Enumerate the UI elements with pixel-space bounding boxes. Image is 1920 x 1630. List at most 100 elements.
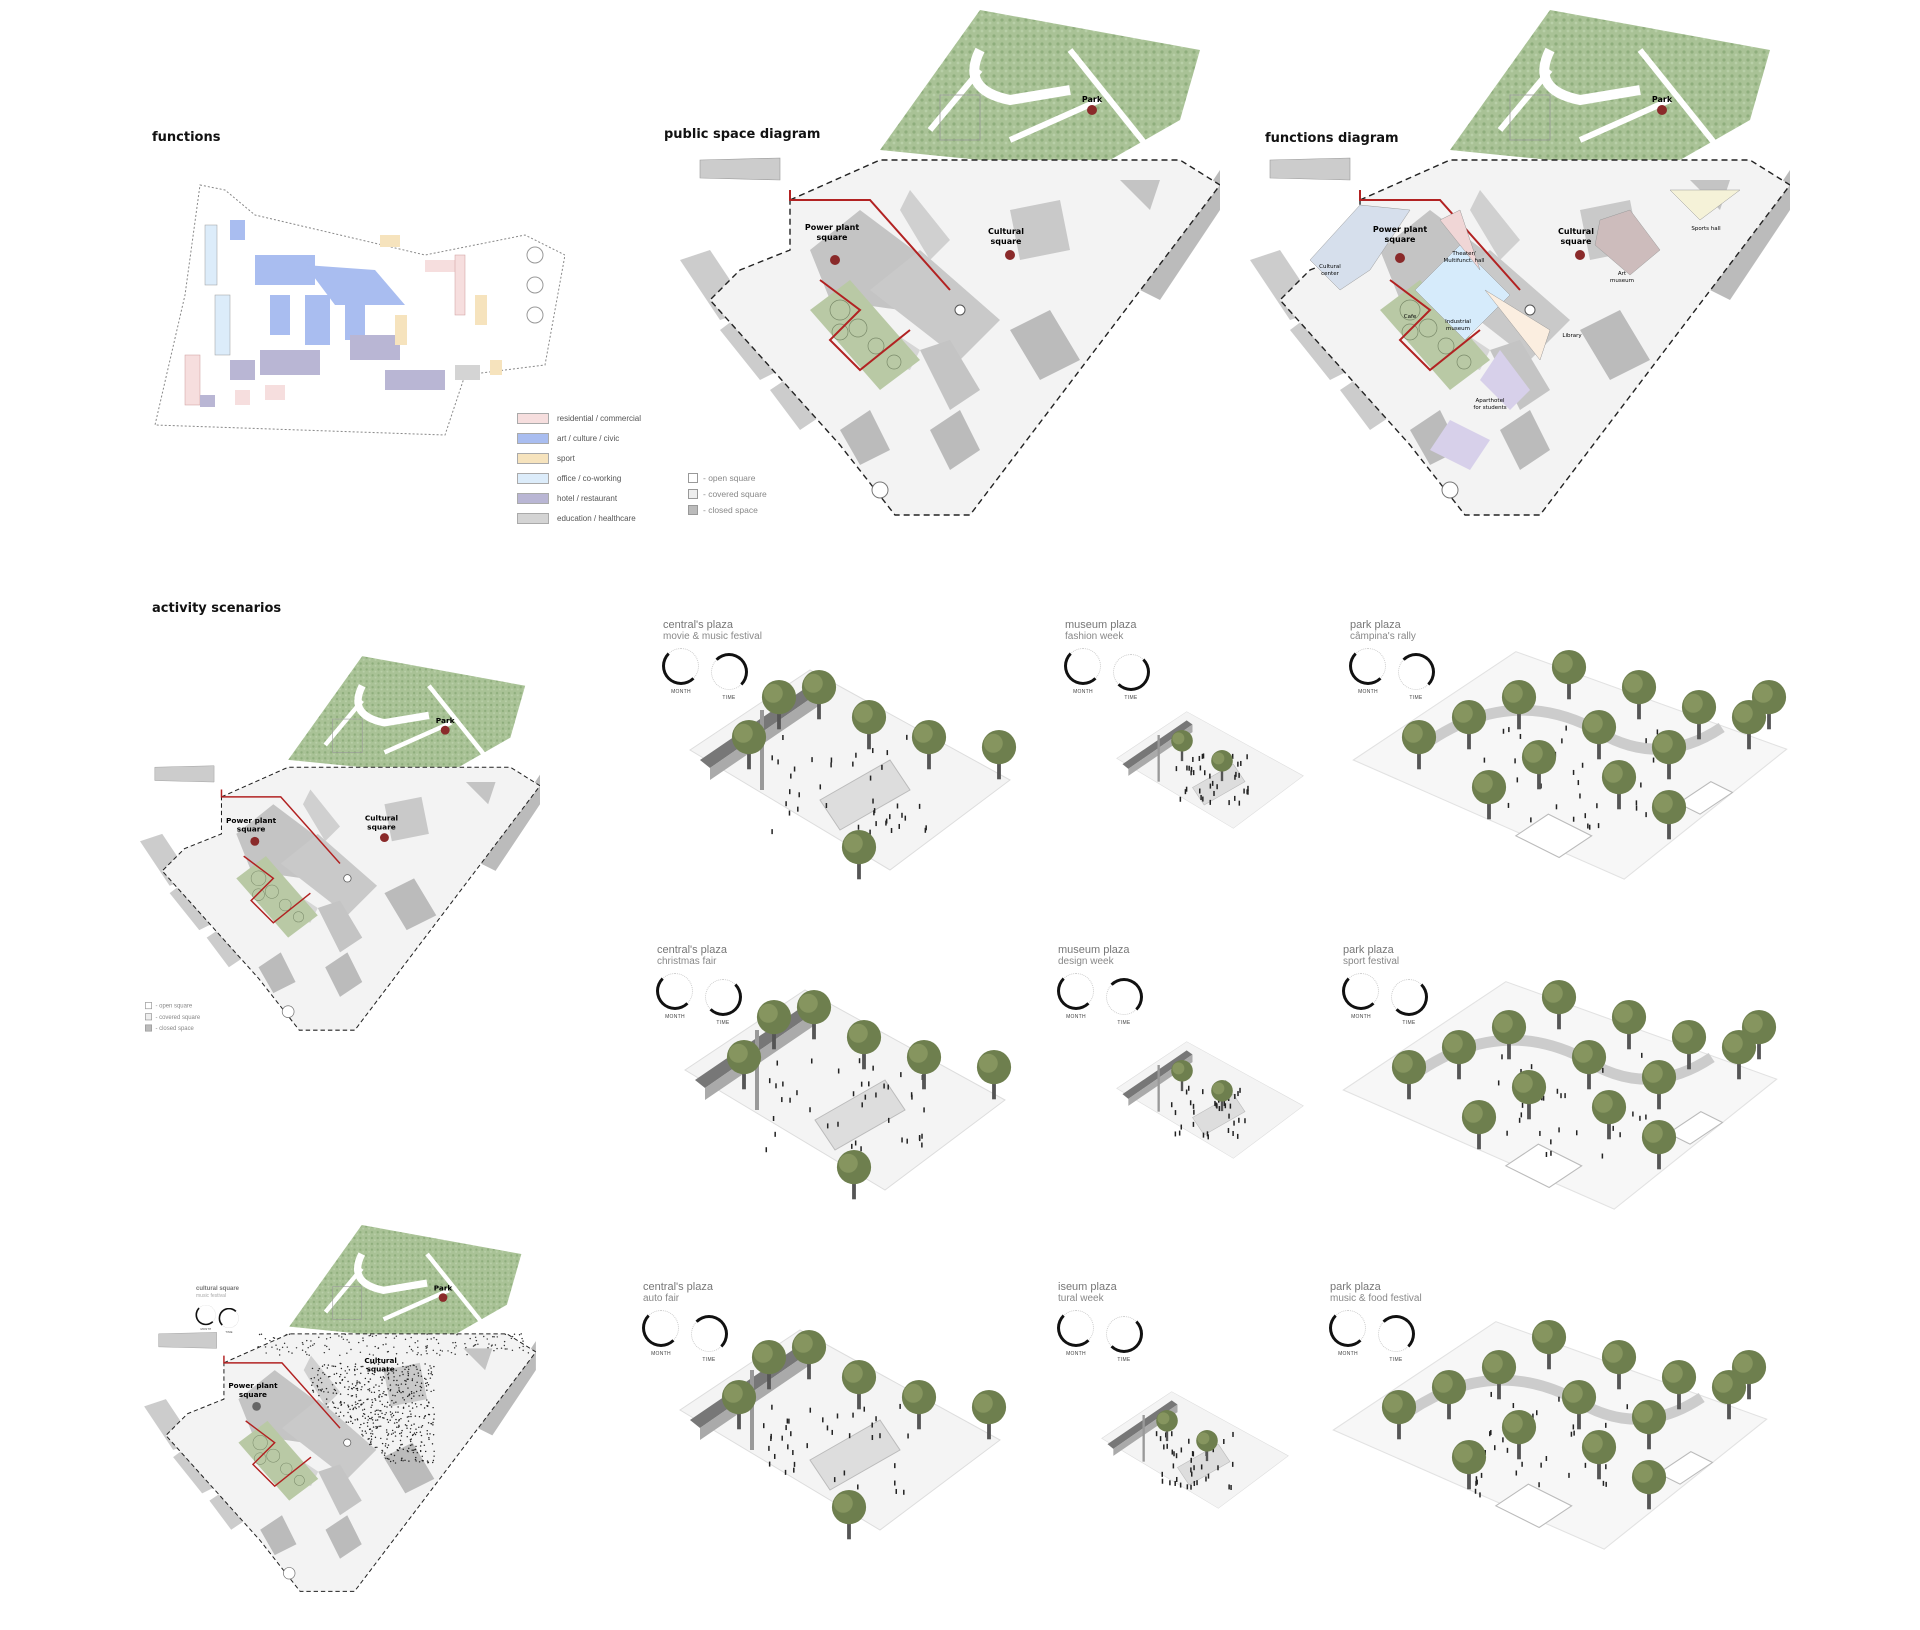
functions-title: functions	[152, 130, 220, 145]
person	[1180, 1483, 1182, 1488]
person	[887, 750, 889, 755]
person	[865, 1095, 867, 1100]
person	[1192, 757, 1194, 762]
person	[1216, 1102, 1218, 1107]
person	[1234, 796, 1236, 801]
person	[1582, 763, 1584, 768]
tree-icon	[832, 1490, 866, 1539]
person	[1213, 791, 1215, 796]
label-power-plant-2: square	[817, 233, 849, 242]
label-park: Park	[436, 716, 456, 725]
person	[1521, 1112, 1523, 1117]
scenario-axonometric	[1350, 630, 1790, 890]
person	[879, 1433, 881, 1438]
person	[1188, 766, 1190, 771]
person	[1172, 1450, 1174, 1455]
scenario-title: park plaza	[1343, 945, 1399, 956]
person	[1238, 1118, 1240, 1123]
person	[1612, 1126, 1614, 1131]
person	[1475, 1489, 1477, 1494]
person	[1199, 756, 1201, 761]
person	[1501, 1054, 1503, 1059]
person	[1578, 780, 1580, 785]
person	[1605, 1482, 1607, 1487]
person	[1175, 1131, 1177, 1136]
person	[787, 1419, 789, 1424]
person	[782, 1082, 784, 1087]
person	[855, 1140, 857, 1145]
person	[872, 748, 874, 753]
label-aparthotel: Aparthotel	[1476, 398, 1505, 404]
person	[1188, 1439, 1190, 1444]
person	[852, 762, 854, 767]
person	[1636, 806, 1638, 811]
legend-label: - covered square	[703, 489, 767, 499]
person	[881, 765, 883, 770]
clock-label: TIME	[1104, 1020, 1144, 1026]
person	[875, 1092, 877, 1097]
scenario-subtitle: christmas fair	[657, 956, 727, 967]
person	[796, 1090, 798, 1095]
scenario-title: museum plaza	[1065, 620, 1137, 631]
person	[771, 829, 773, 834]
person	[1520, 734, 1522, 739]
label-power-plant-2: square	[237, 825, 266, 834]
person	[853, 1091, 855, 1096]
cultural-square-title: cultural square	[196, 1286, 239, 1292]
person	[903, 1490, 905, 1495]
person	[1192, 1451, 1194, 1456]
month-clock: MONTH	[1065, 648, 1101, 684]
scenario-label: iseum plaza tural week MONTH TIME	[1058, 1282, 1117, 1370]
person	[1619, 1132, 1621, 1137]
person	[1176, 766, 1178, 771]
label-cultural: Cultural	[988, 227, 1024, 236]
person	[858, 825, 860, 830]
person	[1175, 1110, 1177, 1115]
scenario-label: museum plaza design week MONTH TIME	[1058, 945, 1130, 1033]
person	[1603, 1481, 1605, 1486]
person	[798, 792, 800, 797]
person	[809, 1107, 811, 1112]
person	[1228, 1484, 1230, 1489]
person	[769, 1078, 771, 1083]
label-power-plant: Power plant	[226, 816, 277, 825]
legend-label: art / culture / civic	[557, 434, 619, 443]
scenario-axonometric	[645, 970, 1045, 1210]
clock-label: TIME	[218, 1331, 240, 1334]
person	[766, 1147, 768, 1152]
person	[1494, 1445, 1496, 1450]
person	[1246, 789, 1248, 794]
person	[1598, 823, 1600, 828]
person	[1502, 1437, 1504, 1442]
clock-label: TIME	[1104, 1357, 1144, 1363]
person	[1573, 1424, 1575, 1429]
label-cultural-2: square	[367, 1365, 395, 1374]
person	[855, 753, 857, 758]
person	[1550, 1139, 1552, 1144]
scenario-title: museum plaza	[1058, 945, 1130, 956]
person	[1171, 1431, 1173, 1436]
legend-open-square: - open square	[688, 470, 767, 486]
scenario-axonometric	[1110, 1030, 1310, 1170]
person	[1193, 1104, 1195, 1109]
clock-label: MONTH	[195, 1328, 217, 1331]
label-park: Park	[1652, 95, 1673, 104]
person	[785, 1470, 787, 1475]
person	[831, 1430, 833, 1435]
person	[923, 1107, 925, 1112]
person	[1521, 1462, 1523, 1467]
person	[1160, 1436, 1162, 1441]
person	[827, 1425, 829, 1430]
person	[1176, 1453, 1178, 1458]
person	[777, 759, 779, 764]
person	[1507, 1448, 1509, 1453]
public-space-map: Park Power plant square Cultural square	[680, 10, 1220, 520]
person	[905, 816, 907, 821]
person	[921, 1134, 923, 1139]
person	[782, 735, 784, 740]
person	[849, 1433, 851, 1438]
person	[870, 776, 872, 781]
person	[1645, 1115, 1647, 1120]
label-park: Park	[434, 1283, 453, 1292]
person	[1239, 801, 1241, 806]
